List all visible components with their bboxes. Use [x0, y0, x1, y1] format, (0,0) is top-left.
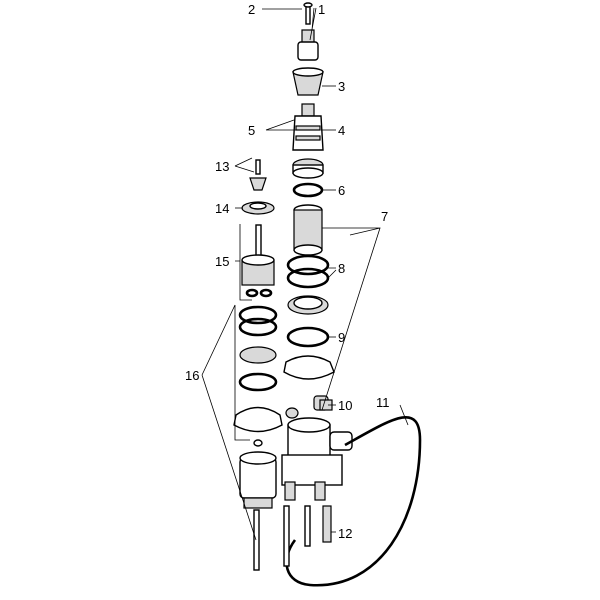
callout-8: 8 [338, 261, 345, 276]
part-filter-7 [293, 204, 323, 256]
part-hose-11 [285, 415, 422, 587]
callout-2: 2 [248, 2, 255, 17]
part-housing [281, 399, 353, 501]
part-gasket [283, 355, 335, 380]
callout-11: 11 [376, 395, 390, 410]
part-cartridge-4 [292, 103, 324, 151]
callout-4: 4 [338, 123, 345, 138]
callout-1: 1 [318, 2, 325, 17]
callout-13: 13 [215, 159, 229, 174]
callout-10: 10 [338, 398, 352, 413]
part-oring-6 [292, 182, 324, 198]
callout-5: 5 [248, 123, 255, 138]
callout-3: 3 [338, 79, 345, 94]
part-diverter-15 [241, 224, 275, 298]
part-orings-8 [286, 254, 330, 289]
leader-lines [201, 7, 409, 541]
part-set-16 [233, 305, 283, 571]
part-cap-14 [241, 201, 275, 215]
callout-7: 7 [381, 209, 388, 224]
part-bolts-12 [283, 505, 332, 567]
callout-15: 15 [215, 254, 229, 269]
part-ring [287, 295, 329, 315]
part-oring-9 [286, 326, 330, 348]
callout-16: 16 [185, 368, 199, 383]
part-ring-nut [292, 158, 324, 179]
callout-6: 6 [338, 183, 345, 198]
part-screw-2 [303, 2, 313, 25]
part-nut-3 [292, 67, 324, 96]
callout-12: 12 [338, 526, 352, 541]
callout-14: 14 [215, 201, 229, 216]
part-spindle-1 [297, 29, 319, 61]
part-small-nut [285, 407, 299, 419]
callout-9: 9 [338, 330, 345, 345]
part-screw-13 [249, 159, 267, 191]
